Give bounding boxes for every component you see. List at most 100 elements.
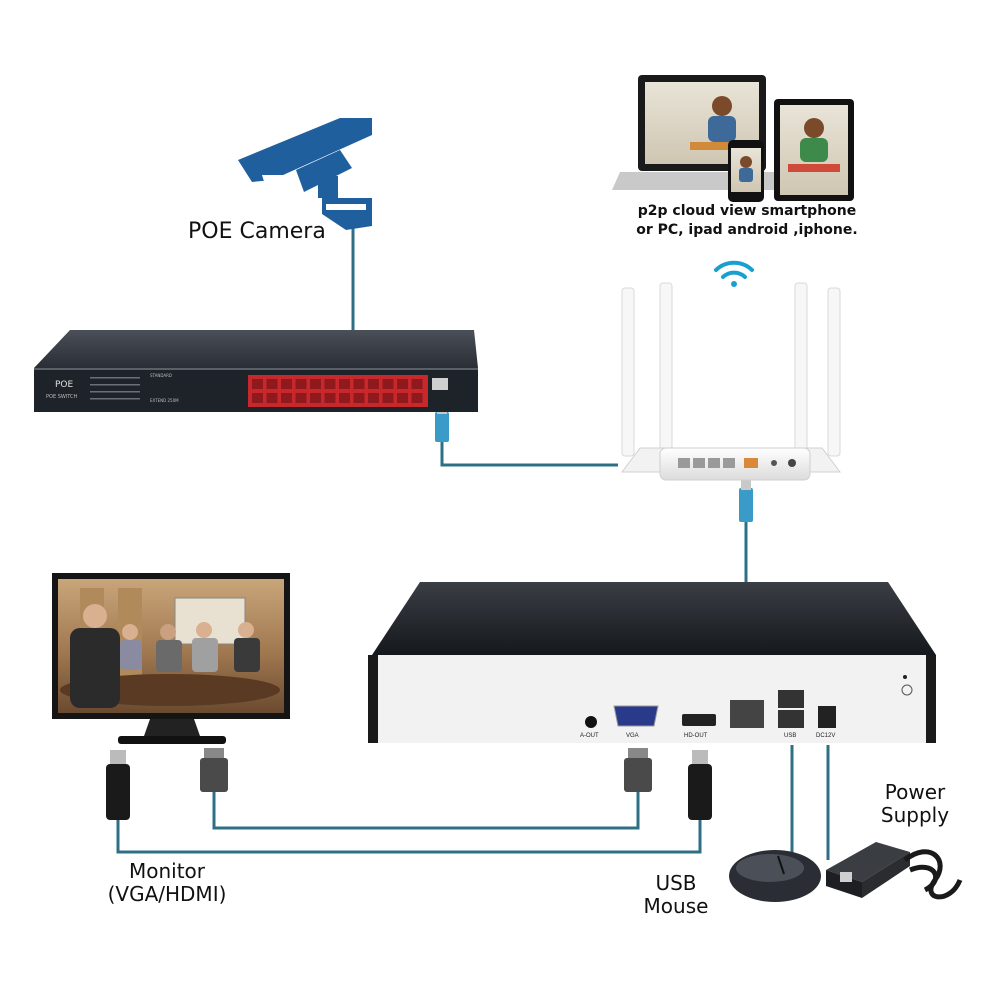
poe-port [266, 393, 278, 403]
poe-port [382, 379, 394, 389]
router-wan-port [744, 458, 758, 468]
antenna [827, 287, 841, 457]
monitor-label-line1: Monitor [128, 859, 206, 883]
audio-out-port [585, 716, 597, 728]
poe-port [310, 379, 321, 389]
poe-port [295, 379, 307, 389]
router-lan-ports [678, 458, 735, 468]
switch-extend-label: EXTEND 250M [150, 398, 179, 403]
poe-port [368, 379, 379, 389]
uplink-port [432, 378, 448, 390]
power-adapter [826, 842, 963, 900]
poe-port [353, 393, 365, 403]
led-row [90, 398, 140, 400]
poe-port [266, 379, 278, 389]
poe-port [252, 379, 263, 389]
poe-port [339, 379, 350, 389]
poe-port [252, 393, 263, 403]
camera-body [238, 118, 372, 182]
poe-port [411, 393, 423, 403]
poe-camera-label: POE Camera [188, 219, 326, 244]
poe-port [397, 379, 408, 389]
poe-port [411, 379, 423, 389]
hdmi-connector-nvr [688, 750, 712, 820]
switch-leds [90, 377, 140, 400]
aout-label: A-OUT [580, 733, 599, 739]
led-row [90, 377, 140, 379]
led-row [90, 384, 140, 386]
monitor-label-line2: (VGA/HDMI) [107, 882, 227, 906]
antenna [659, 282, 673, 452]
rj45-plug [739, 488, 753, 522]
usb-port [778, 690, 804, 708]
ground-icon [901, 684, 913, 696]
router-lan-port [708, 458, 720, 468]
hdmi-connector-monitor [106, 750, 130, 820]
router-lan-port [693, 458, 705, 468]
camera-mount [322, 198, 372, 230]
poe-port [295, 393, 307, 403]
hdout-label: HD-OUT [684, 733, 708, 739]
usb-mouse-label: USB Mouse [634, 872, 718, 918]
camera-hood [296, 150, 352, 192]
router-lan-port [723, 458, 735, 468]
vga-connector-nvr [624, 748, 652, 792]
dc-power-port [818, 706, 836, 728]
tablet [774, 99, 854, 201]
poe-switch [34, 330, 478, 412]
cloud-caption-line2: or PC, ipad android ,iphone. [636, 222, 858, 238]
poe-port [397, 393, 408, 403]
power-label-line1: Power [884, 780, 946, 804]
camera-lens [262, 175, 300, 194]
router [621, 282, 841, 481]
antenna [621, 287, 635, 457]
dc-port-label: DC12V [816, 733, 836, 739]
vga-connector-monitor [200, 748, 228, 792]
smartphone [728, 140, 764, 202]
poe-port [324, 379, 336, 389]
poe-port [368, 393, 379, 403]
switch-top [34, 330, 478, 368]
poe-port [353, 379, 365, 389]
wifi-icon [714, 260, 754, 287]
monitor-stand-neck [144, 719, 200, 736]
poe-port [324, 393, 336, 403]
monitor-label: Monitor (VGA/HDMI) [96, 860, 238, 906]
usb-mouse [729, 850, 821, 902]
led-row [90, 391, 140, 393]
cloud-caption-line1: p2p cloud view smartphone [637, 203, 857, 219]
cable-monitor-links [116, 790, 702, 854]
switch-ports [252, 379, 423, 403]
nvr-recorder [368, 582, 936, 743]
poe-port [281, 393, 292, 403]
nvr-front [378, 655, 926, 743]
usb-port-label: USB [784, 733, 797, 739]
rj45-plug [435, 412, 449, 442]
switch-model: POE SWITCH [46, 394, 78, 400]
vga-port [613, 705, 659, 727]
antenna [794, 282, 808, 452]
nvr-top [372, 582, 936, 655]
lan-port [730, 700, 764, 728]
poe-port [382, 393, 394, 403]
router-lan-port [678, 458, 690, 468]
switch-brand: POE [55, 380, 74, 390]
switch-mode-label: STANDARD [150, 373, 173, 378]
p2p-cloud-caption: p2p cloud view smartphone or PC, ipad an… [622, 202, 872, 240]
camera-neck [318, 176, 338, 198]
poe-port [310, 393, 321, 403]
monitor [52, 573, 290, 744]
vga-label: VGA [626, 733, 639, 739]
poe-port [281, 379, 292, 389]
power-supply-label: Power Supply [866, 781, 964, 827]
usb-port [778, 710, 804, 728]
monitor-stand-base [118, 736, 226, 744]
poe-camera [238, 118, 372, 230]
power-label-line2: Supply [880, 803, 950, 827]
usb-label-line2: Mouse [643, 894, 709, 918]
poe-port [339, 393, 350, 403]
usb-label-line1: USB [655, 871, 697, 895]
hdmi-port [682, 714, 716, 726]
